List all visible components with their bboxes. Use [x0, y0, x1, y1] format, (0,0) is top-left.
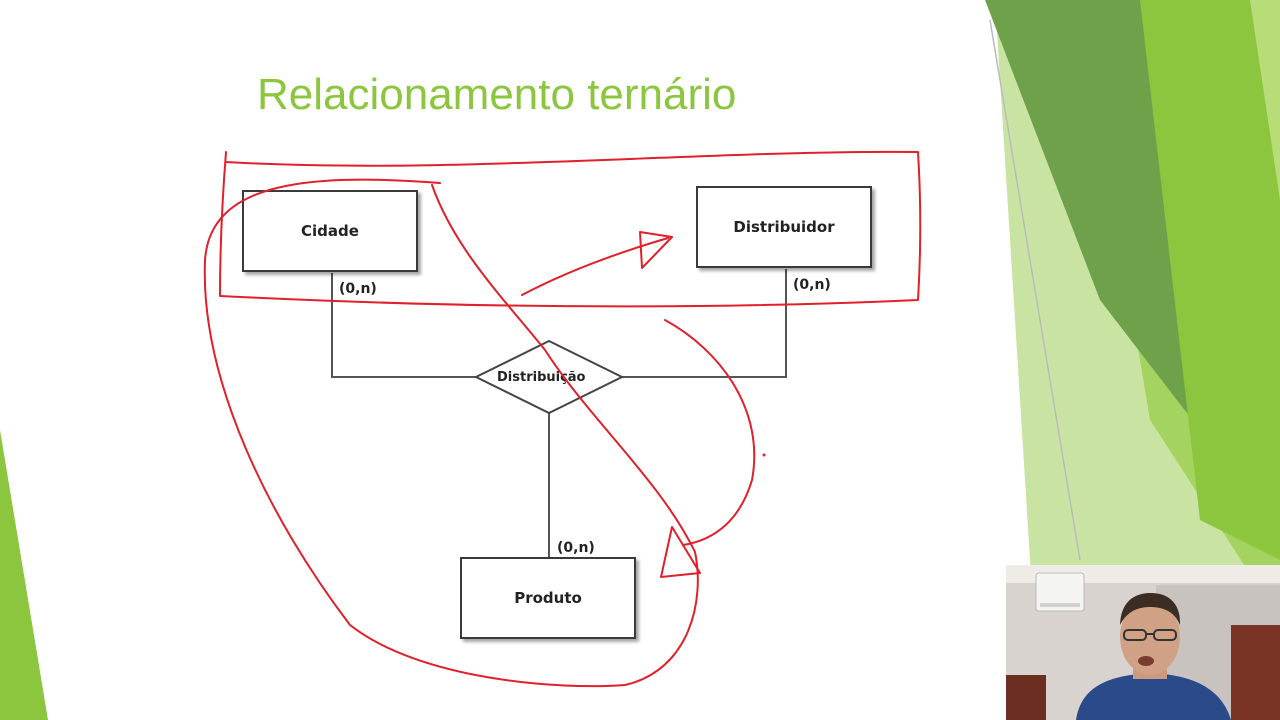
right-green-panel-bright	[1140, 0, 1280, 560]
relationship-label: Distribuição	[497, 370, 586, 385]
annotation-return-curve	[664, 319, 756, 546]
entity-distribuidor-label: Distribuidor	[733, 218, 835, 236]
entity-cidade-label: Cidade	[301, 222, 359, 240]
cardinality-produto: (0,n)	[557, 540, 595, 556]
annotation-arrowhead-upper	[639, 231, 673, 269]
left-green-strip	[0, 430, 48, 720]
right-green-panel-dark	[985, 0, 1200, 430]
annotation-arrowhead-lower	[660, 526, 701, 578]
connector-cidade	[331, 273, 478, 378]
entity-cidade: Cidade	[242, 190, 418, 272]
entity-produto-label: Produto	[514, 589, 582, 607]
cardinality-distribuidor: (0,n)	[793, 277, 831, 293]
annotation-curve-arrow	[521, 237, 669, 296]
annotation-highlight-box	[219, 150, 922, 308]
cardinality-cidade: (0,n)	[339, 281, 377, 297]
right-green-panel-edge	[1250, 0, 1280, 200]
background-thin-line	[989, 19, 1081, 561]
entity-distribuidor: Distribuidor	[696, 186, 872, 268]
annotation-big-loop	[203, 178, 699, 688]
entity-produto: Produto	[460, 557, 636, 639]
webcam-presenter-image	[1006, 565, 1280, 720]
annotation-dot	[762, 453, 766, 457]
slide-title: Relacionamento ternário	[257, 70, 737, 119]
relationship-diamond	[473, 339, 625, 415]
